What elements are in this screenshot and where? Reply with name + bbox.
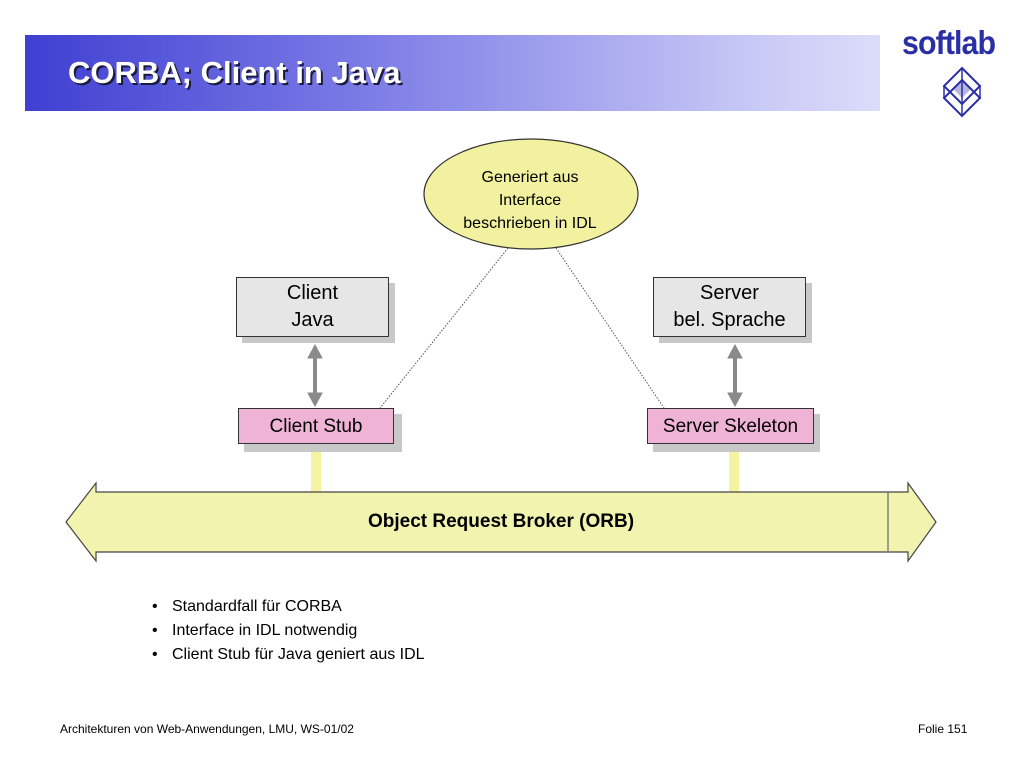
idl-link-server	[555, 247, 665, 409]
idl-note-text: Generiert aus Interface beschrieben in I…	[463, 169, 597, 232]
server-box: Server bel. Sprache	[653, 277, 806, 337]
slide-title: CORBA; Client in Java	[68, 55, 401, 90]
orb-arrow	[65, 481, 937, 563]
logo-text: softlab	[902, 24, 996, 61]
orb-label: Object Request Broker (ORB)	[367, 511, 635, 532]
footer-course: Architekturen von Web-Anwendungen, LMU, …	[60, 722, 354, 736]
idl-link-client	[379, 247, 509, 409]
client-double-arrow	[307, 343, 323, 408]
client-java-box: Client Java	[236, 277, 389, 337]
client-stub-box: Client Stub	[238, 408, 394, 444]
client-orb-connector	[311, 451, 321, 493]
bullet-item: Client Stub für Java geniert aus IDL	[152, 643, 425, 667]
softlab-cube-logo-icon	[942, 66, 982, 118]
server-orb-connector	[729, 451, 739, 493]
footer-slide-number: Folie 151	[918, 722, 968, 736]
bullet-list: Standardfall für CORBA Interface in IDL …	[152, 595, 425, 667]
server-double-arrow	[727, 343, 743, 408]
idl-note-ellipse	[423, 138, 639, 250]
bullet-item: Interface in IDL notwendig	[152, 619, 425, 643]
server-skeleton-box: Server Skeleton	[647, 408, 814, 444]
bullet-item: Standardfall für CORBA	[152, 595, 425, 619]
title-banner	[25, 35, 880, 111]
